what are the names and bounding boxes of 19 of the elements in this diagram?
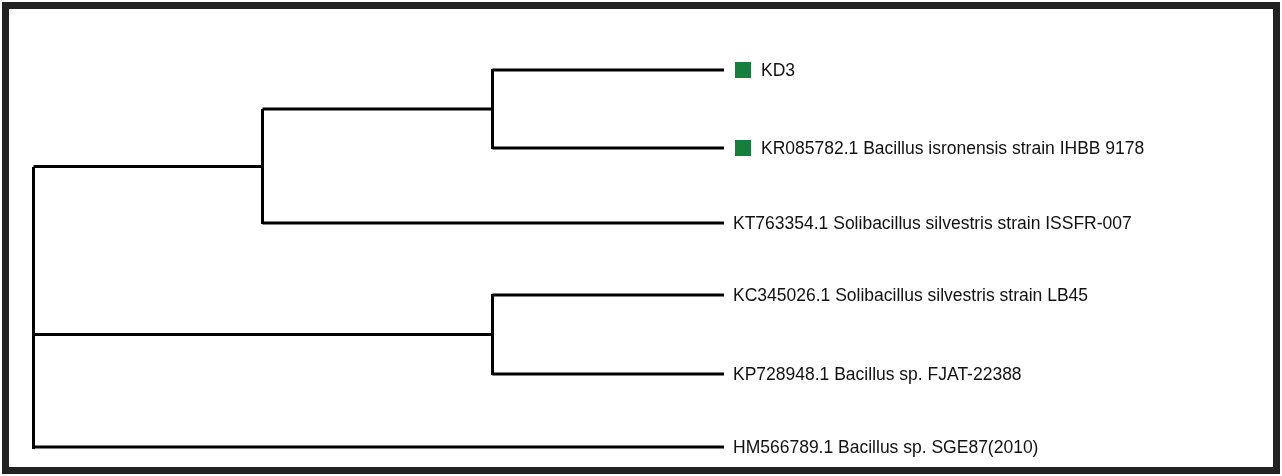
branch-line — [492, 146, 724, 150]
branch-line — [491, 294, 494, 375]
taxon-label: KT763354.1 Solibacillus silvestris strain ISSFR-007 — [733, 212, 1132, 234]
taxon-label: KR085782.1 Bacillus isronensis strain IHBB 9178 — [761, 137, 1145, 159]
taxon-label: KD3 — [761, 59, 796, 81]
branch-line — [33, 165, 261, 168]
branch-line — [492, 372, 724, 376]
branch-line — [32, 167, 35, 449]
branch-line — [492, 293, 724, 297]
taxon-label: KC345026.1 Solibacillus silvestris strain LB45 — [733, 284, 1089, 306]
branch-line — [33, 333, 491, 336]
taxon-label: HM566789.1 Bacillus sp. SGE87(2010) — [733, 436, 1039, 458]
taxon-label: KP728948.1 Bacillus sp. FJAT-22388 — [733, 363, 1022, 385]
branch-line — [491, 69, 494, 149]
branch-line — [262, 107, 491, 111]
branch-line — [261, 109, 264, 224]
branch-line — [492, 68, 724, 72]
branch-line — [262, 221, 724, 225]
branch-line — [33, 445, 724, 449]
